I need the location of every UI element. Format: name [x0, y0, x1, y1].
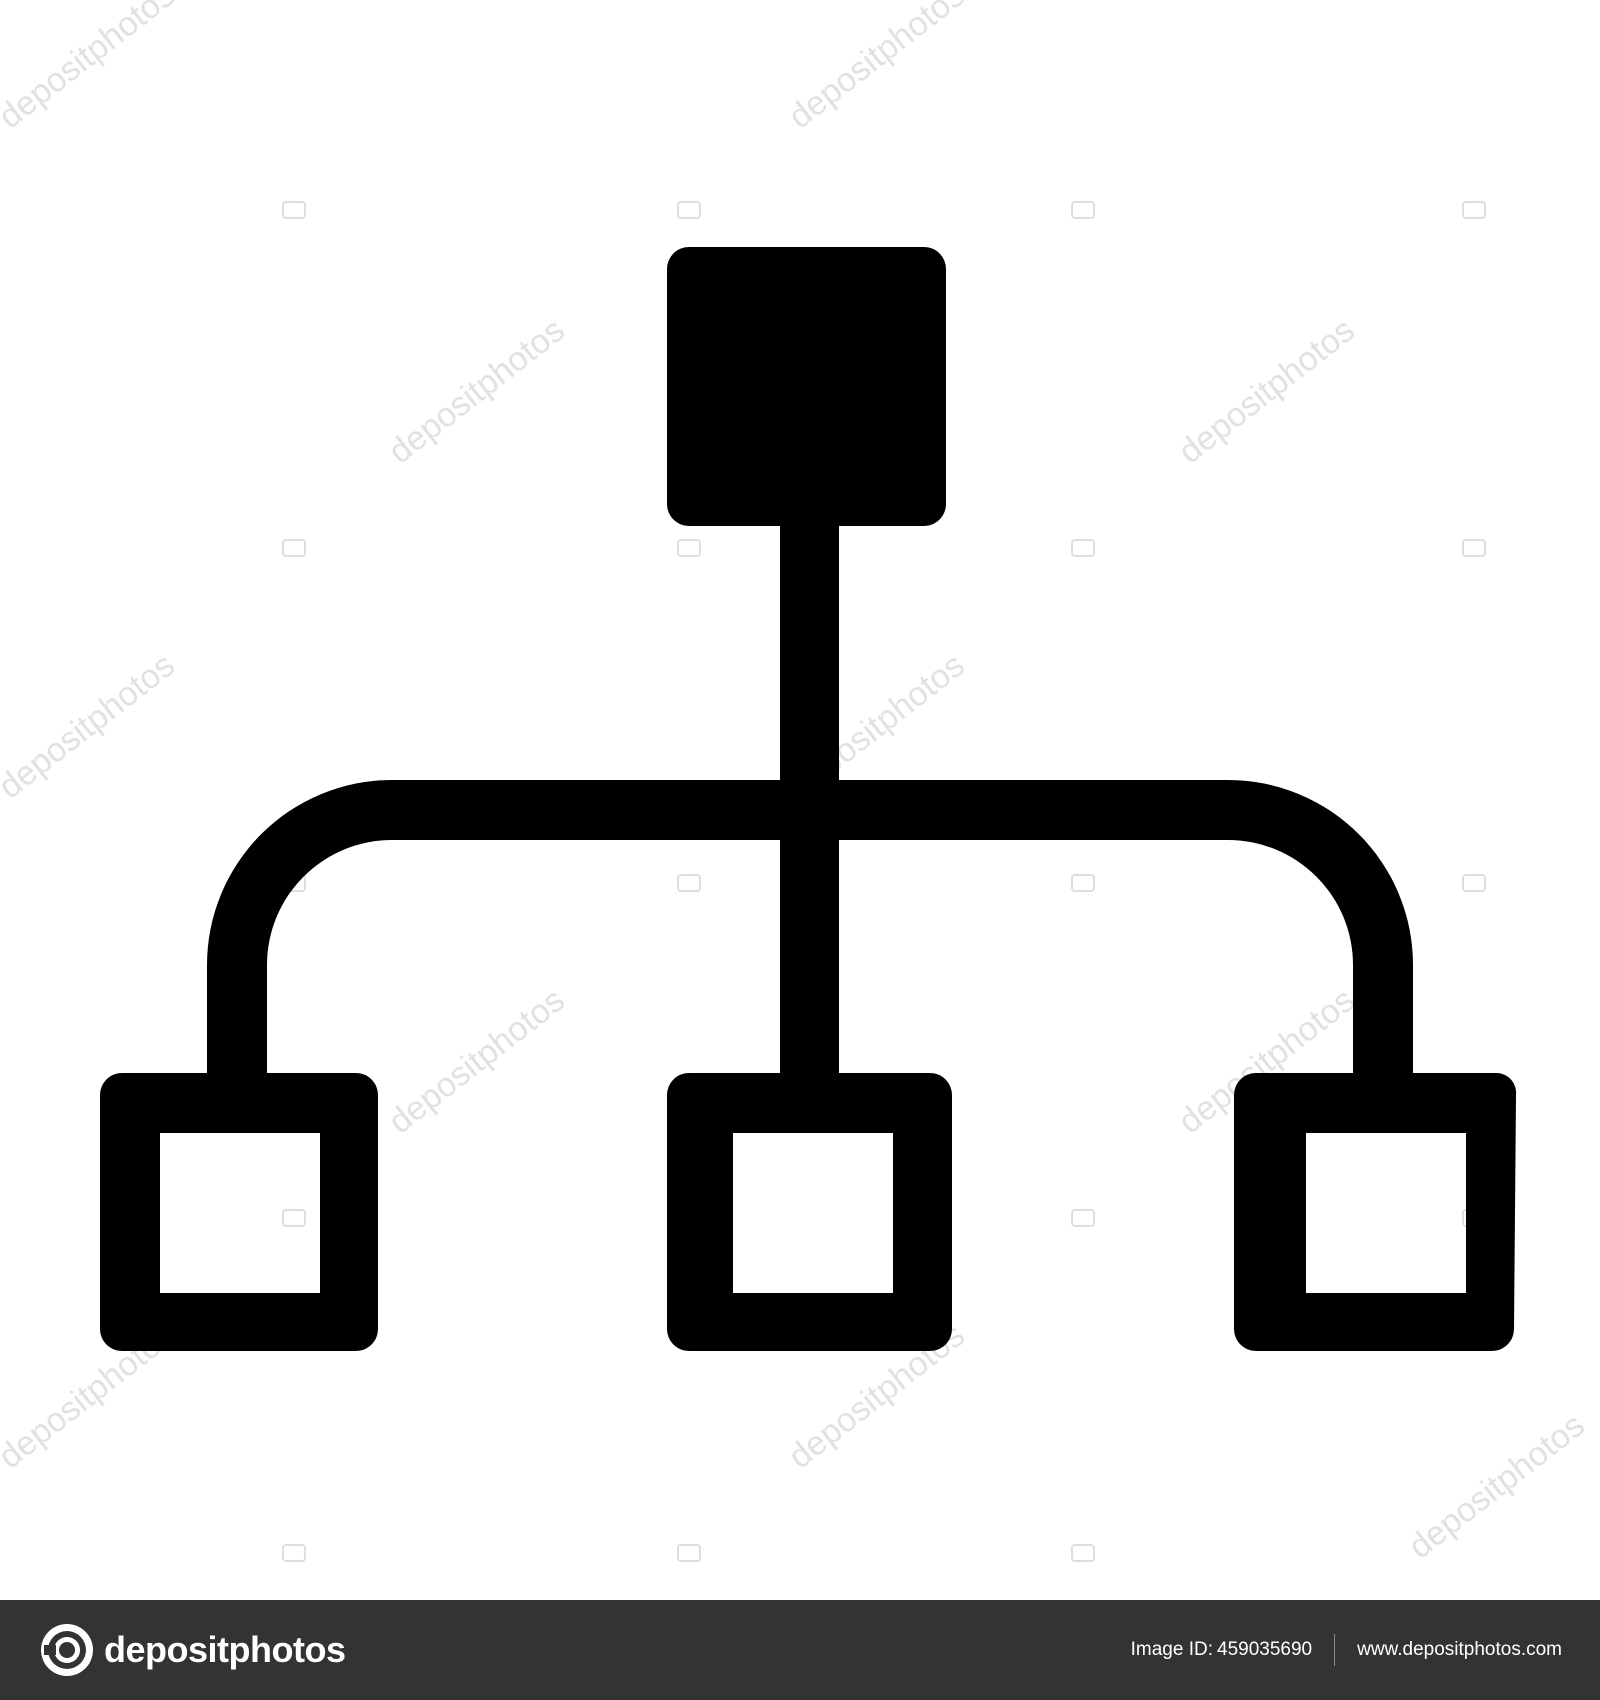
- child-node-right: [1234, 1073, 1517, 1351]
- child-node-left: [100, 1073, 378, 1351]
- brand-lockup[interactable]: depositphotos: [40, 1622, 346, 1678]
- image-id-label: Image ID:: [1130, 1639, 1213, 1660]
- branch-connector: [207, 780, 1413, 1075]
- stock-footer-bar: depositphotos Image ID: 459035690 www.de…: [0, 1600, 1600, 1700]
- image-meta: Image ID: 459035690 www.depositphotos.co…: [1131, 1630, 1562, 1670]
- footer-divider: [1334, 1634, 1336, 1666]
- child-node-center: [667, 1073, 952, 1351]
- image-id-value: 459035690: [1217, 1639, 1313, 1660]
- hierarchy-network-icon: [100, 247, 1517, 1351]
- root-node: [667, 247, 946, 526]
- camera-logo-icon: [41, 1624, 93, 1676]
- image-canvas: depositphotos depositphotos depositphoto…: [0, 0, 1592, 1567]
- brand-name: depositphotos: [104, 1629, 346, 1670]
- website-link[interactable]: www.depositphotos.com: [1357, 1639, 1562, 1660]
